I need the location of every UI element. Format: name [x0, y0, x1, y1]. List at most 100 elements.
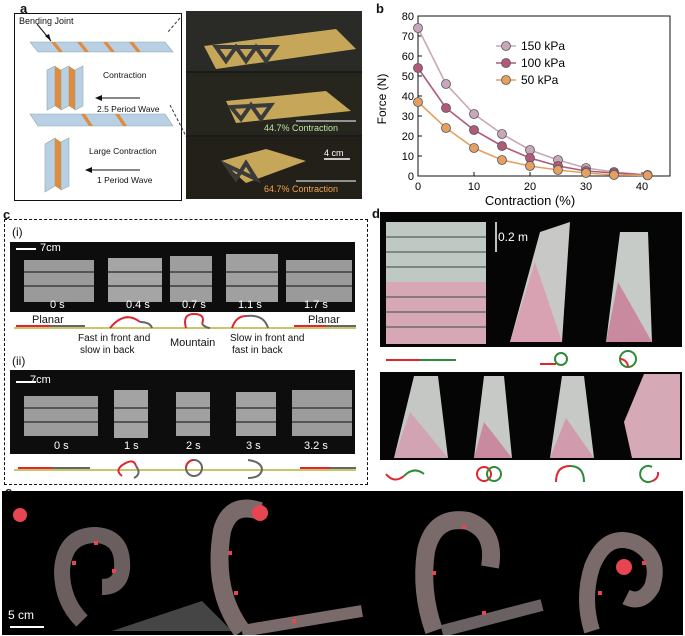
time-ii-0: 0 s [54, 440, 69, 452]
bending-joint-label: Bending Joint [19, 16, 74, 26]
panel-c-i-frames [16, 248, 352, 302]
panel-c-i-strip: 7cm 0 s 0.4 s 0.7 s 1.1 s 1.7 s [10, 242, 355, 312]
panel-c-ii-frames [16, 381, 352, 438]
panel-c-label: c [3, 207, 11, 222]
panel-e-photo: 5 cm [2, 491, 683, 635]
y-tick-label: 10 [402, 151, 414, 163]
planar-strip-2 [29, 113, 174, 127]
panel-c-sub-ii: (ii) [12, 354, 26, 368]
data-point [469, 143, 479, 153]
contraction-647-label: 64.7% Contraction [264, 184, 339, 194]
folded-strip-25 [46, 65, 84, 111]
panel-c-ii-strip: 7cm 0 s 1 s 2 s 3 s 3.2 s [10, 370, 355, 454]
y-tick-label: 30 [402, 111, 414, 123]
arrow-head [45, 34, 51, 41]
mountain-label: Mountain [170, 337, 216, 349]
time-ii-4: 3.2 s [304, 440, 328, 452]
scale-02m-label: 0.2 m [498, 230, 529, 244]
joint-4 [129, 42, 141, 52]
fast-front-label: Fast in front and [78, 333, 151, 344]
x-tick-label: 30 [580, 181, 592, 193]
planar-right-label: Planar [308, 314, 340, 326]
slow-back-label: slow in back [80, 345, 135, 356]
panel-e-art [10, 499, 663, 635]
contraction-label: Contraction [103, 70, 147, 80]
x-tick-label: 40 [636, 181, 648, 193]
x-axis-label: Contraction (%) [485, 193, 575, 208]
scale-7cm-ii: 7cm [30, 374, 51, 386]
data-point [413, 97, 423, 107]
panel-a-photo: 44.7% Contraction 4 cm 64.7% Contraction [186, 11, 362, 199]
fast-back-label: fast in back [232, 345, 283, 356]
joint-3 [103, 42, 115, 52]
scale-5cm-label: 5 cm [8, 608, 35, 622]
panel-d-top-art [386, 222, 652, 344]
legend-label: 50 kPa [521, 73, 559, 87]
time-ii-3: 3 s [246, 440, 261, 452]
panel-a-schematic [29, 23, 174, 193]
x-tick-label: 10 [468, 181, 480, 193]
data-point [497, 141, 507, 151]
panel-d-top-photo: 0.2 m [380, 212, 682, 347]
arrow-head [95, 95, 102, 101]
data-point [441, 123, 451, 133]
time-i-4: 1.7 s [304, 299, 328, 311]
legend-marker [501, 41, 511, 51]
panel-d-bottom-shapes [385, 465, 660, 483]
panel-c-i-shapes [14, 312, 356, 329]
contraction-447-label: 44.7% Contraction [264, 123, 339, 133]
panel-b-label: b [376, 1, 384, 16]
scale-4cm-label: 4 cm [324, 148, 344, 158]
planar-left-label: Planar [32, 314, 64, 326]
data-point [413, 63, 423, 73]
panel-d-top-shapes [386, 350, 637, 368]
y-tick-label: 60 [402, 51, 414, 63]
time-i-3: 1.1 s [238, 299, 262, 311]
panel-d-bottom-art [394, 374, 680, 458]
legend-marker [501, 75, 511, 85]
data-point [553, 165, 563, 175]
force-contraction-chart: Force (N) Contraction (%) 0 10 20 30 40 50 60 7… [375, 11, 671, 208]
legend-label: 100 kPa [521, 56, 565, 70]
x-tick-label: 0 [415, 181, 421, 193]
joint-1 [51, 42, 63, 52]
panel-d-bottom-photo [380, 372, 682, 460]
joint-2 [77, 42, 89, 52]
folded-strip-1 [44, 137, 70, 193]
panel-a-label: a [20, 1, 28, 16]
legend-label: 150 kPa [521, 39, 565, 53]
slow-front-label: Slow in front and [230, 333, 305, 344]
y-tick-label: 50 [402, 71, 414, 83]
large-contraction-label: Large Contraction [89, 146, 157, 156]
y-axis-label: Force (N) [375, 74, 389, 125]
period-wave-25-label: 2.5 Period Wave [97, 104, 160, 114]
time-ii-2: 2 s [186, 440, 201, 452]
panel-a-connectors [167, 17, 189, 141]
data-point [441, 103, 451, 113]
data-point [413, 23, 423, 33]
y-tick-label: 70 [402, 31, 414, 43]
period-wave-1-label: 1 Period Wave [97, 175, 153, 185]
y-tick-label: 0 [408, 171, 414, 183]
panel-d-label: d [372, 206, 380, 221]
time-i-2: 0.7 s [182, 299, 206, 311]
x-tick-label: 20 [524, 181, 536, 193]
data-point [497, 129, 507, 139]
time-i-1: 0.4 s [126, 299, 150, 311]
panel-c-frame [4, 219, 368, 485]
data-point [497, 155, 507, 165]
planar-strip [29, 41, 174, 53]
time-ii-1: 1 s [124, 440, 139, 452]
data-point [525, 161, 535, 171]
data-point [441, 79, 451, 89]
data-point [469, 125, 479, 135]
arrow-head [85, 167, 92, 173]
legend-marker [501, 58, 511, 68]
y-tick-label: 40 [402, 91, 414, 103]
scale-7cm-i: 7cm [40, 242, 61, 254]
joint-a [81, 114, 93, 126]
joint-b [115, 114, 127, 126]
actuator-photo [186, 11, 362, 199]
data-point [581, 168, 591, 178]
panel-c-ii-shapes [14, 459, 356, 479]
